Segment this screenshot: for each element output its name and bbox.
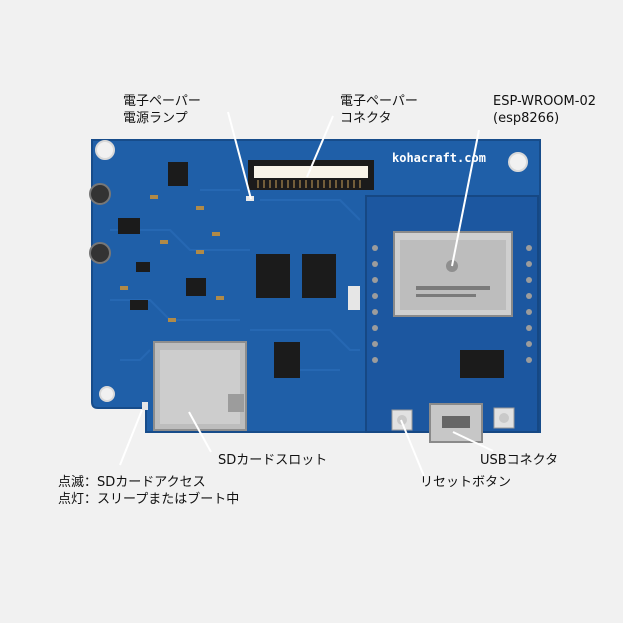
- power-circuit: [89, 162, 224, 322]
- sd-card-slot: [153, 341, 247, 431]
- label-sd-slot: SDカードスロット: [218, 453, 328, 468]
- esp-wroom-02-module: [393, 231, 513, 317]
- label-epaper-connector: 電子ペーパー コネクタ: [340, 94, 418, 126]
- leader-sd-slot: [188, 411, 212, 453]
- level-shifters: [256, 254, 360, 378]
- leader-reset-button: [400, 419, 425, 477]
- annotation-leaders: [119, 111, 494, 477]
- label-epaper-lamp: 電子ペーパー 電源ランプ: [123, 94, 201, 126]
- usb-serial-chip: [460, 350, 504, 378]
- epaper-connector: [248, 160, 374, 190]
- leader-status-led: [119, 409, 143, 466]
- label-usb-connector: USBコネクタ: [480, 453, 559, 468]
- label-reset-button: リセットボタン: [420, 475, 512, 490]
- leader-epaper-connector: [306, 115, 334, 178]
- label-esp-module: ESP-WROOM-02 (esp8266): [493, 94, 596, 126]
- leader-esp-module: [451, 129, 480, 267]
- status-led: [142, 402, 148, 410]
- mounting-holes: [95, 140, 528, 402]
- flash-button-part: [493, 407, 515, 429]
- leader-usb-connector: [452, 431, 494, 452]
- label-status-led: 点滅：SDカードアクセス 点灯：スリープまたはブート中: [58, 475, 240, 507]
- usb-connector-part: [429, 403, 483, 443]
- leader-epaper-lamp: [227, 111, 252, 200]
- brand-silkscreen: kohacraft.com: [392, 151, 486, 165]
